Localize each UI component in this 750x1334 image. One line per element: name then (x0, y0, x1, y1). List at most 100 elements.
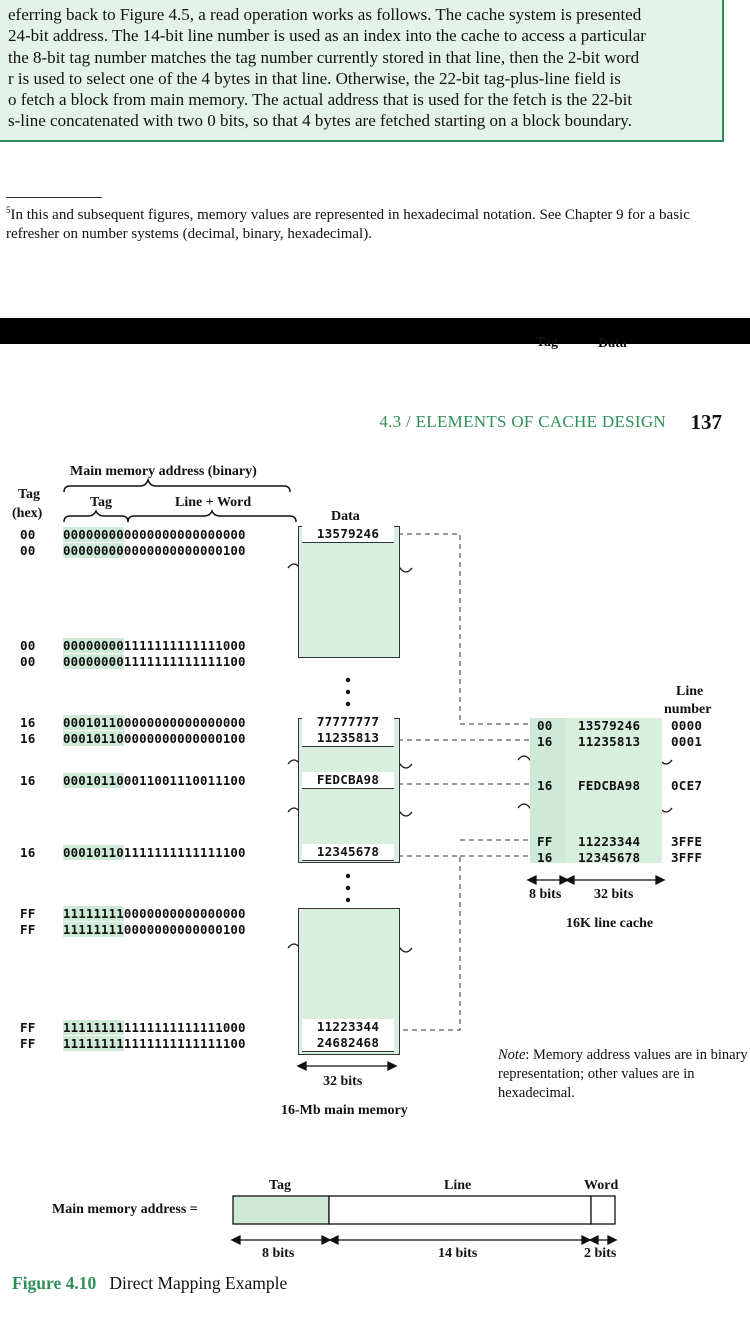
addr-word-bits: 2 bits (584, 1246, 617, 1261)
memory-binary-address: 111111111111111111111000 (63, 1020, 246, 1035)
memory-tag-hex: FF (20, 1020, 36, 1035)
memory-binary-address: 000101100000000000000000 (63, 715, 246, 730)
memory-tag-hex: 16 (20, 845, 36, 860)
binary-tag-bits: 00000000 (63, 654, 124, 669)
binary-line-word-bits: 1111111111111000 (123, 1020, 246, 1035)
binary-tag-bits: 00000000 (63, 527, 124, 542)
binary-tag-bits: 00010110 (63, 715, 124, 730)
addr-line-label: Line (444, 1178, 472, 1193)
figure-caption: Figure 4.10 Direct Mapping Example (12, 1273, 287, 1294)
addr-word-label: Word (584, 1178, 619, 1193)
binary-tag-label: Tag (90, 495, 113, 510)
memory-tag-hex: 00 (20, 638, 36, 653)
running-header: 4.3 / ELEMENTS OF CACHE DESIGN (379, 412, 666, 431)
cache-data-value: FEDCBA98 (578, 778, 641, 793)
binary-tag-bits: 11111111 (63, 906, 124, 921)
cache-data-header: Data (598, 336, 627, 351)
cache-tag-value: FF (537, 834, 553, 849)
intro-line: s-line concatenated with two 0 bits, so … (8, 111, 632, 131)
binary-tag-bits: 00000000 (63, 543, 124, 558)
intro-line: 24-bit address. The 14-bit line number i… (8, 26, 646, 46)
cache-data-value: 12345678 (578, 850, 641, 865)
memory-block-1 (298, 526, 400, 658)
note-prefix: Note (498, 1047, 526, 1063)
binary-line-word-bits: 0011001110011100 (123, 773, 246, 788)
binary-tag-bits: 00010110 (63, 731, 124, 746)
tag-hex-label-2: (hex) (12, 506, 43, 521)
memory-binary-address: 000000001111111111111100 (63, 654, 246, 669)
intro-line: o fetch a block from main memory. The ac… (8, 90, 633, 110)
memory-tag-hex: 00 (20, 654, 36, 669)
binary-line-word-bits: 1111111111111100 (123, 845, 246, 860)
intro-text-box: eferring back to Figure 4.5, a read oper… (0, 0, 724, 142)
addr-format-label: Main memory address = (52, 1202, 198, 1217)
binary-line-word-bits: 0000000000000100 (123, 922, 246, 937)
memory-binary-address: 111111110000000000000100 (63, 922, 246, 937)
binary-tag-bits: 00010110 (63, 773, 124, 788)
cache-line-number: 3FFF (671, 850, 703, 865)
cache-line-number: 0001 (671, 734, 703, 749)
binary-line-word-bits: 1111111111111100 (123, 1036, 246, 1051)
intro-line: r is used to select one of the 4 bytes i… (8, 68, 621, 88)
memory-data-value: 24682468 (302, 1035, 394, 1052)
binary-tag-bits: 11111111 (63, 922, 124, 937)
cache-line-header-1: Line (676, 684, 704, 699)
memory-width: 32 bits (323, 1074, 363, 1089)
memory-binary-address: 000000001111111111111000 (63, 638, 246, 653)
memory-binary-address: 000101101111111111111100 (63, 845, 246, 860)
memory-tag-hex: FF (20, 922, 36, 937)
binary-line-word-bits: 0000000000000000 (123, 715, 246, 730)
addr-tag-label: Tag (269, 1178, 292, 1193)
cache-data-value: 11235813 (578, 734, 641, 749)
footnote-marker: 5 (6, 205, 11, 215)
cache-data-value: 11223344 (578, 834, 641, 849)
cache-tag-value: 16 (537, 734, 553, 749)
memory-binary-address: 111111111111111111111100 (63, 1036, 246, 1051)
memory-binary-address: 000101100011001110011100 (63, 773, 246, 788)
intro-line: eferring back to Figure 4.5, a read oper… (8, 5, 642, 24)
caption-title: Direct Mapping Example (109, 1273, 288, 1293)
line-word-label: Line + Word (175, 495, 252, 510)
memory-data-value: 11235813 (302, 730, 394, 747)
cache-data-width: 32 bits (594, 887, 634, 902)
memory-data-value: 13579246 (302, 526, 394, 543)
binary-line-word-bits: 1111111111111000 (123, 638, 246, 653)
binary-tag-bits: 00010110 (63, 845, 124, 860)
cache-line-number: 0CE7 (671, 778, 703, 793)
memory-tag-hex: FF (20, 1036, 36, 1051)
footnote-text: In this and subsequent figures, memory v… (6, 207, 690, 242)
memory-binary-address: 000000000000000000000100 (63, 543, 246, 558)
memory-binary-address: 111111110000000000000000 (63, 906, 246, 921)
memory-name: 16-Mb main memory (281, 1103, 408, 1118)
cache-tag-value: 00 (537, 718, 553, 733)
data-column-label: Data (331, 509, 360, 524)
footnote-rule (6, 197, 102, 198)
cache-line-number: 3FFE (671, 834, 703, 849)
addr-tag-bits: 8 bits (262, 1246, 295, 1261)
cache-data-value: 13579246 (578, 718, 641, 733)
cache-line-header-2: number (664, 702, 712, 717)
memory-tag-hex: 16 (20, 731, 36, 746)
page-number: 137 (690, 410, 723, 434)
cache-tag-header: Tag (536, 335, 559, 350)
memory-tag-hex: 16 (20, 715, 36, 730)
cache-tag-value: 16 (537, 850, 553, 865)
memory-data-value: 11223344 (302, 1019, 394, 1036)
binary-line-word-bits: 1111111111111100 (123, 654, 246, 669)
binary-line-word-bits: 0000000000000100 (123, 731, 246, 746)
memory-tag-hex: FF (20, 906, 36, 921)
binary-line-word-bits: 0000000000000000 (123, 527, 246, 542)
intro-line: the 8-bit tag number matches the tag num… (8, 47, 640, 67)
cache-tag-width: 8 bits (529, 887, 562, 902)
memory-tag-hex: 00 (20, 527, 36, 542)
memory-data-value: FEDCBA98 (302, 772, 394, 789)
cache-line-number: 0000 (671, 718, 703, 733)
figure-note: Note: Memory address values are in binar… (498, 1046, 750, 1103)
binary-tag-bits: 00000000 (63, 638, 124, 653)
binary-line-word-bits: 0000000000000000 (123, 906, 246, 921)
binary-tag-bits: 11111111 (63, 1020, 124, 1035)
addr-line-bits: 14 bits (438, 1246, 478, 1261)
footnote: 5In this and subsequent figures, memory … (6, 206, 736, 244)
memory-data-value: 77777777 (302, 714, 394, 731)
